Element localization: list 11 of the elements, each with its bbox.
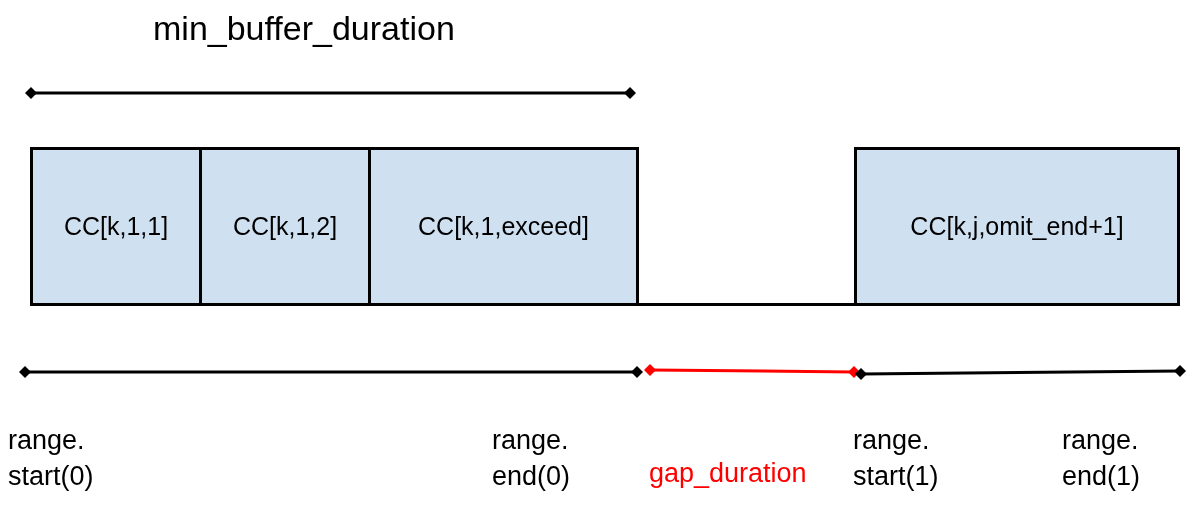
range-label: range. end(0): [492, 424, 572, 493]
connector-line: [639, 303, 854, 306]
range-label: range. start(1): [853, 424, 940, 493]
range-label: range. start(0): [8, 424, 95, 493]
segment-box: CC[k,1,2]: [199, 147, 371, 306]
dimension-label: min_buffer_duration: [153, 8, 456, 48]
segment-box: CC[k,1,1]: [30, 147, 202, 306]
range-label: range. end(1): [1062, 424, 1142, 493]
segment-box: CC[k,j,omit_end+1]: [854, 147, 1180, 306]
segment-box: CC[k,1,exceed]: [368, 147, 639, 306]
gap-label: gap_duration: [649, 457, 808, 490]
